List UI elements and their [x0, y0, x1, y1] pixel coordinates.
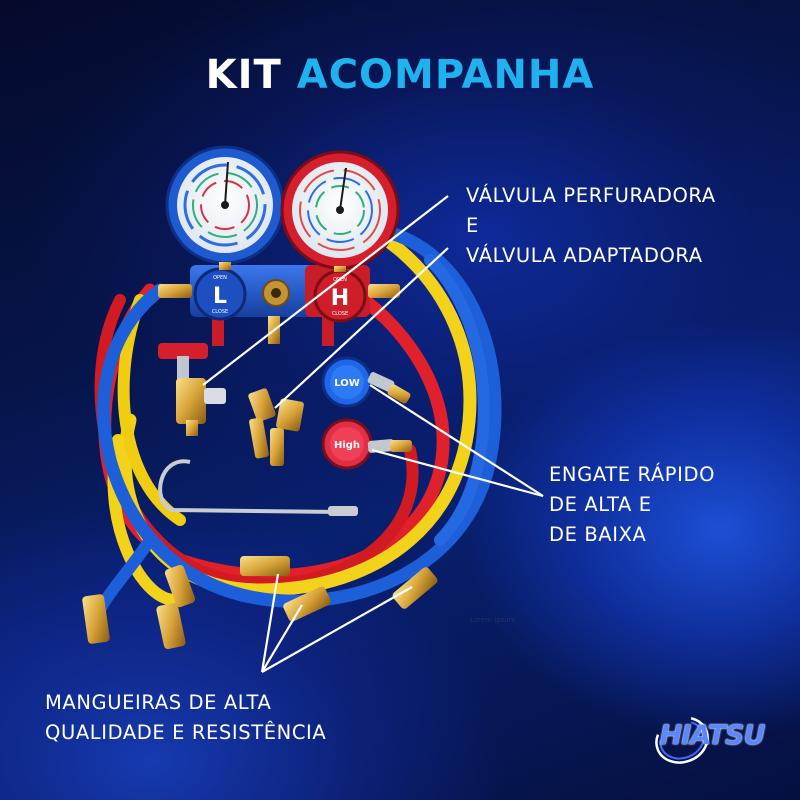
callout-couplers-line-1: ENGATE RÁPIDO	[549, 463, 716, 486]
high-pressure-gauge	[280, 150, 400, 272]
brand-logo: HIATSU	[652, 712, 772, 768]
high-knob-close-text: CLOSE	[332, 311, 348, 317]
high-knob-open-text: OPEN	[333, 277, 347, 283]
callout-valves: VÁLVULA PERFURADORA E VÁLVULA ADAPTADORA	[466, 181, 716, 271]
coupler-low-label: LOW	[334, 378, 360, 389]
low-quick-coupler: LOW	[321, 356, 411, 408]
fine-print: Lorem Ipsum	[470, 616, 516, 624]
low-knob-close-text: CLOSE	[212, 309, 228, 315]
logo-wordmark: HIATSU	[659, 720, 766, 751]
callout-couplers-line-2: DE ALTA E	[549, 493, 652, 516]
callout-quick-couplers: ENGATE RÁPIDO DE ALTA E DE BAIXA	[549, 460, 715, 550]
high-quick-coupler: High	[321, 418, 412, 470]
adapter-valves	[248, 388, 304, 466]
callout-valves-line-1: VÁLVULA PERFURADORA	[466, 184, 716, 207]
piercing-valve	[158, 343, 226, 436]
callout-hoses-line-1: MANGUEIRAS DE ALTA	[45, 691, 272, 714]
callout-valves-line-2: E	[466, 214, 479, 237]
title-kit: KIT	[205, 52, 282, 98]
coupler-high-label: High	[334, 440, 360, 451]
low-knob-letter: L	[213, 284, 227, 309]
low-pressure-gauge	[165, 145, 285, 270]
high-knob-letter: H	[331, 286, 349, 311]
callout-valves-line-3: VÁLVULA ADAPTADORA	[466, 244, 703, 267]
title-acompanha: ACOMPANHA	[296, 52, 595, 98]
callout-hoses-line-2: QUALIDADE E RESISTÊNCIA	[45, 721, 327, 744]
callout-hoses: MANGUEIRAS DE ALTA QUALIDADE E RESISTÊNC…	[45, 688, 326, 748]
hanging-hook	[158, 459, 341, 514]
high-knob: H OPEN CLOSE	[313, 269, 367, 323]
page-title: KIT ACOMPANHA	[0, 52, 800, 98]
low-knob-open-text: OPEN	[213, 275, 227, 281]
hook-tip	[328, 506, 358, 516]
logo-swoosh-icon	[655, 716, 709, 764]
callout-couplers-line-3: DE BAIXA	[549, 523, 647, 546]
low-knob: L OPEN CLOSE	[193, 267, 247, 321]
